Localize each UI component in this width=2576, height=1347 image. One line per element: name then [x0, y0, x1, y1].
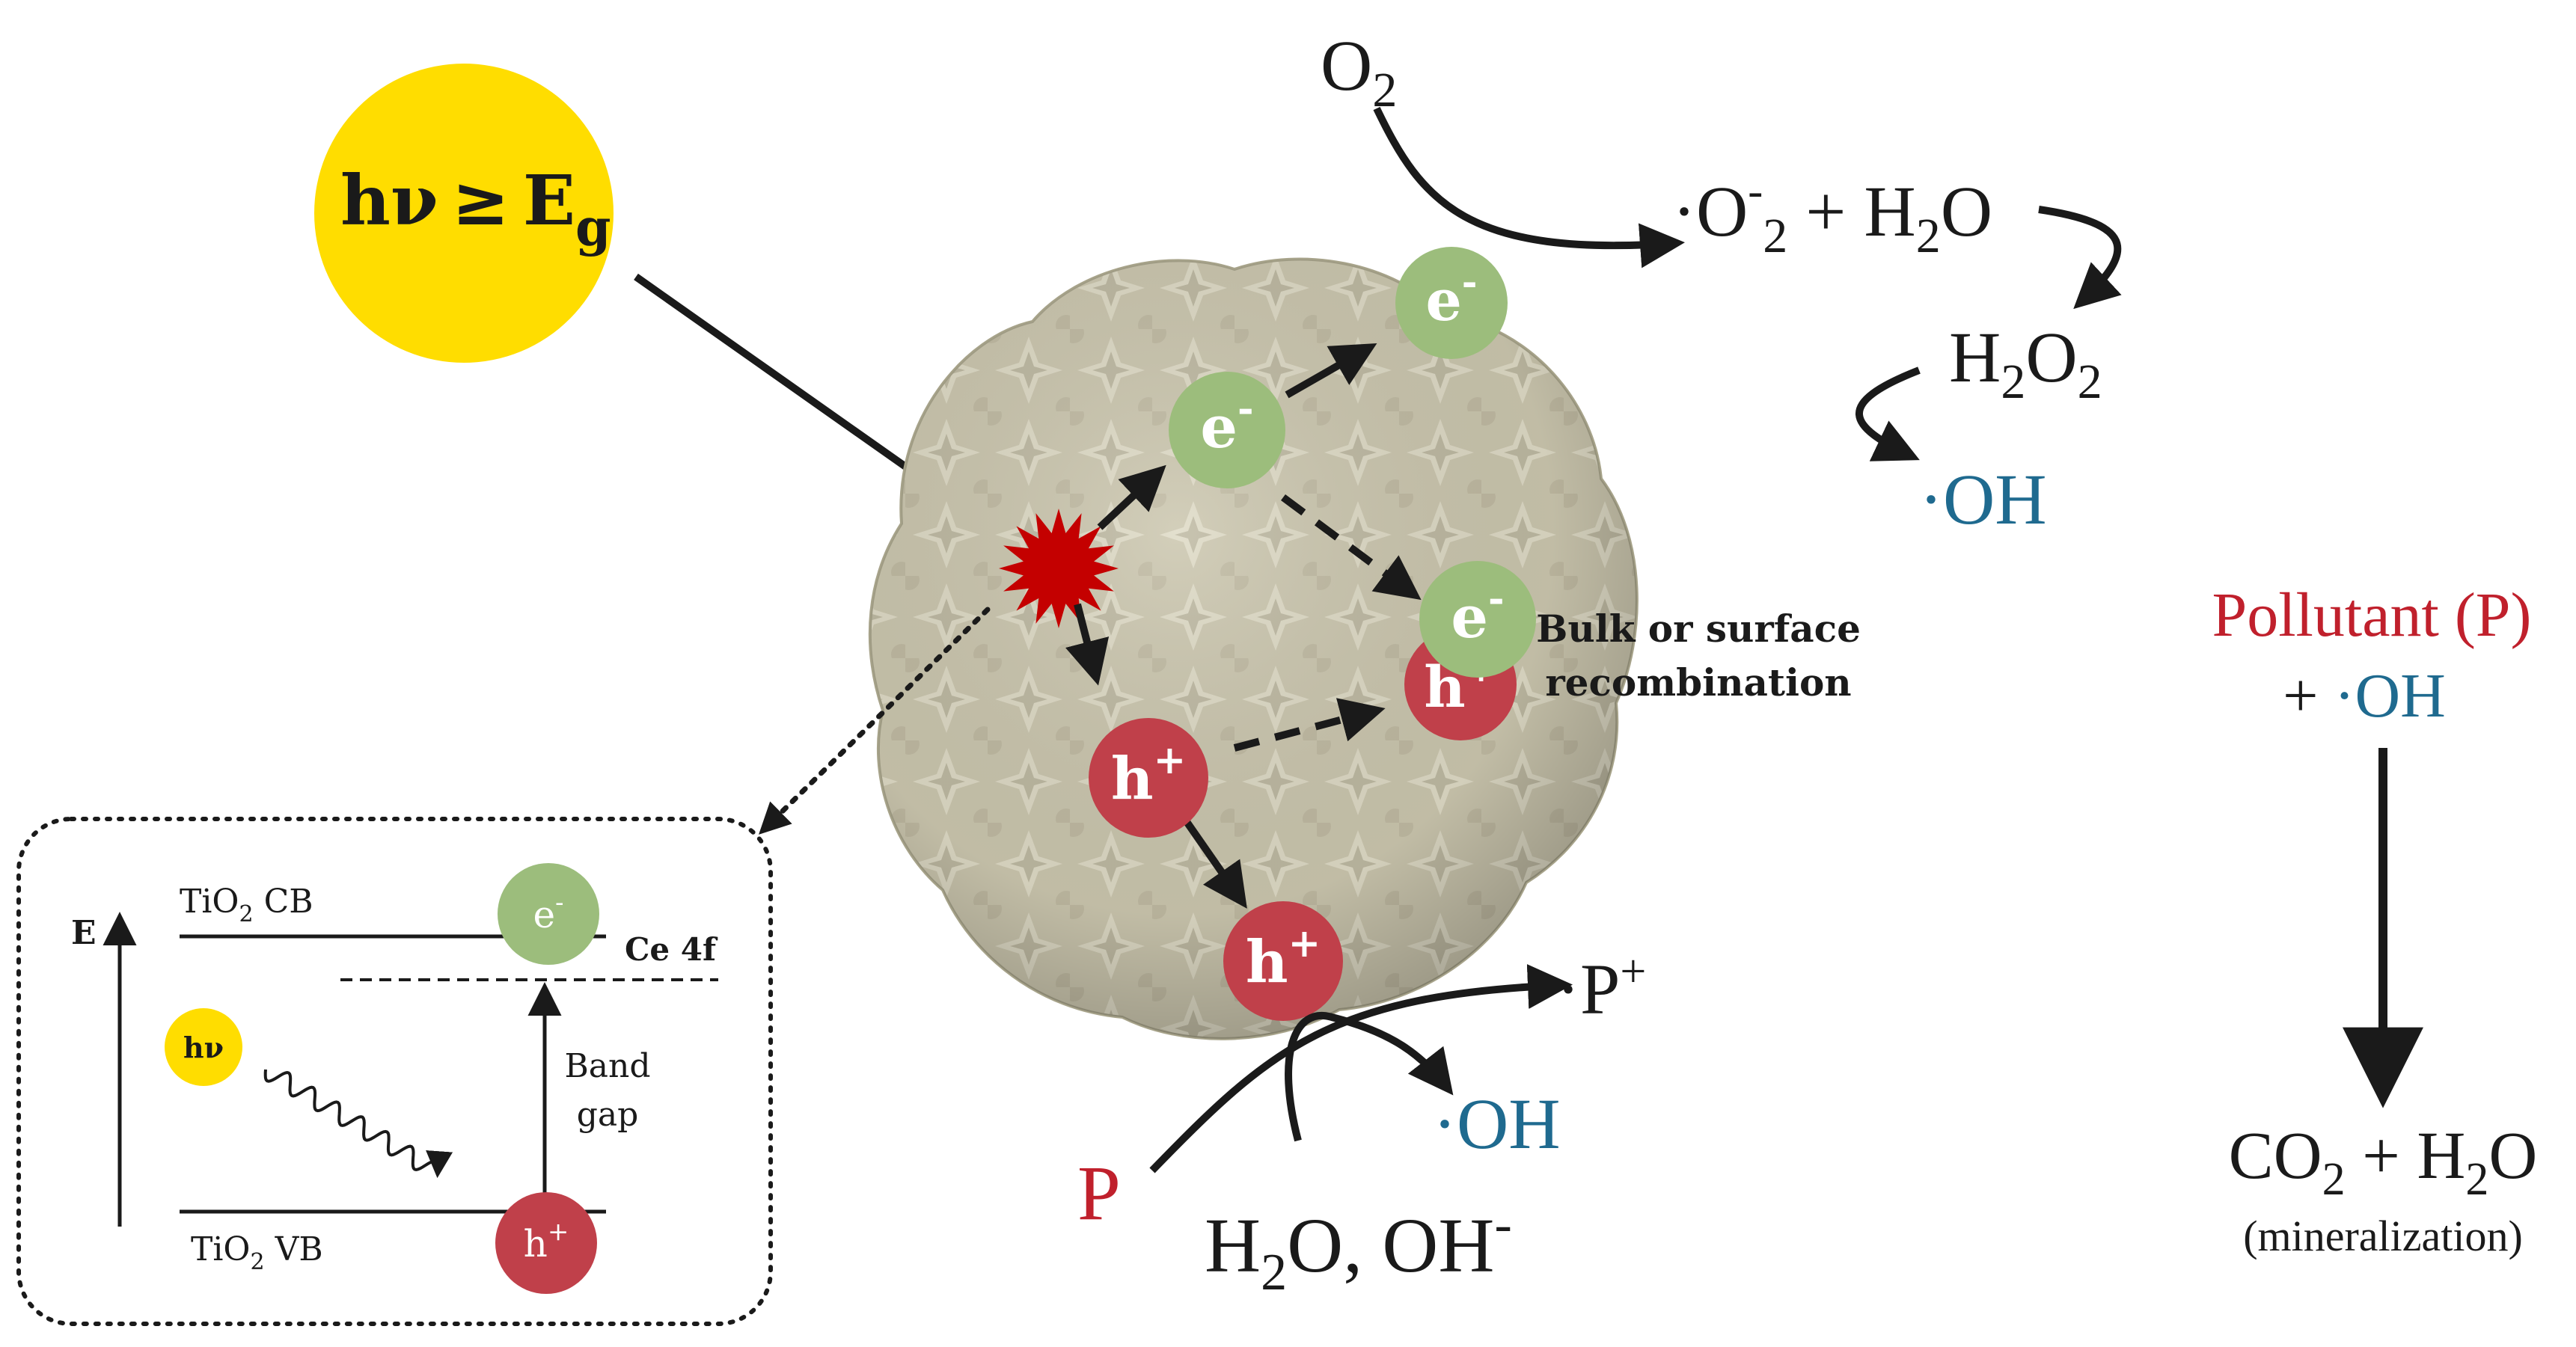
electron-recombination: e-: [1419, 561, 1536, 678]
svg-text:h+: h+: [524, 1217, 569, 1265]
photon-energy-label: hν≥Eg: [340, 160, 611, 258]
arrow-electron-to-surface: [1285, 343, 1377, 399]
pollutant-to-radical-arrow: [1149, 964, 1573, 1173]
svg-text:e-: e-: [1200, 386, 1253, 461]
pollutant-radical-label: ·P+: [1556, 946, 1646, 1029]
electron-bulk: e-: [1169, 372, 1285, 488]
inset-photon: hν: [165, 1008, 242, 1086]
band-structure-inset: E TiO2 CB Ce 4f e- hν Band gap TiO2 VB h…: [16, 817, 773, 1326]
photon-energy-sun: hν≥Eg: [314, 64, 614, 363]
recombination-arrow-electron: [1281, 494, 1422, 601]
hydroxyl-radical-label-bottom: ·OH: [1433, 1084, 1561, 1164]
co2-h2o-label: CO2 + H2O: [2229, 1119, 2538, 1205]
mineralization-label: (mineralization): [2243, 1212, 2523, 1260]
svg-text:e-: e-: [1451, 576, 1504, 651]
starburst-icon: [999, 509, 1119, 628]
tio2-particle: [868, 257, 1639, 1040]
inset-electron: e-: [498, 863, 599, 965]
pollutant-plus-oh-label: + ·OH: [2283, 661, 2446, 731]
water-to-hydroxyl-arrow: [1285, 1012, 1454, 1142]
arrow-to-electron: [1097, 464, 1166, 530]
recombination-arrow-hole: [1233, 698, 1386, 752]
inset-photon-label: hν: [183, 1031, 224, 1064]
conduction-band-label: TiO2 CB: [180, 883, 313, 927]
band-gap-label-line2: gap: [577, 1096, 639, 1134]
band-gap-label-line1: Band: [564, 1047, 650, 1085]
arrow-to-hole: [1065, 603, 1110, 686]
svg-text:e-: e-: [533, 888, 563, 936]
electron-surface: e-: [1395, 247, 1508, 359]
inset-frame: [16, 817, 773, 1326]
arrow-hole-to-surface: [1178, 813, 1247, 909]
valence-band-label: TiO2 VB: [191, 1230, 323, 1275]
superoxide-to-h2o2-arrow: [2038, 206, 2122, 310]
inset-leader-arrow: [759, 607, 991, 835]
wavy-arrow-icon: [263, 1069, 453, 1179]
o2-label: O2: [1321, 25, 1397, 117]
pollutant-label: Pollutant (P): [2212, 580, 2531, 650]
pollutant-p-label: P: [1077, 1150, 1121, 1236]
recombination-label-line2: recombination: [1545, 660, 1851, 705]
h2o2-label: H2O2: [1949, 317, 2102, 409]
o2-to-superoxide-arrow: [1373, 106, 1685, 269]
inset-hole: h+: [495, 1192, 597, 1294]
superoxide-water-label: ·O-2 + H2O: [1672, 166, 1992, 263]
sun-circle: [314, 64, 614, 363]
hole-surface: h+: [1223, 901, 1343, 1021]
hole-bulk: h+: [1089, 718, 1208, 838]
ce4f-label: Ce 4f: [625, 931, 718, 968]
svg-text:h+: h+: [1246, 921, 1321, 996]
energy-axis-label: E: [71, 914, 97, 952]
water-hydroxide-label: H2O, OH-: [1205, 1196, 1512, 1301]
h2o2-to-oh-arrow: [1855, 366, 1921, 461]
hydroxyl-radical-label-top: ·OH: [1919, 459, 2047, 539]
recombination-label-line1: Bulk or surface: [1536, 607, 1861, 651]
svg-text:h+: h+: [1111, 737, 1186, 813]
svg-text:e-: e-: [1425, 260, 1477, 334]
